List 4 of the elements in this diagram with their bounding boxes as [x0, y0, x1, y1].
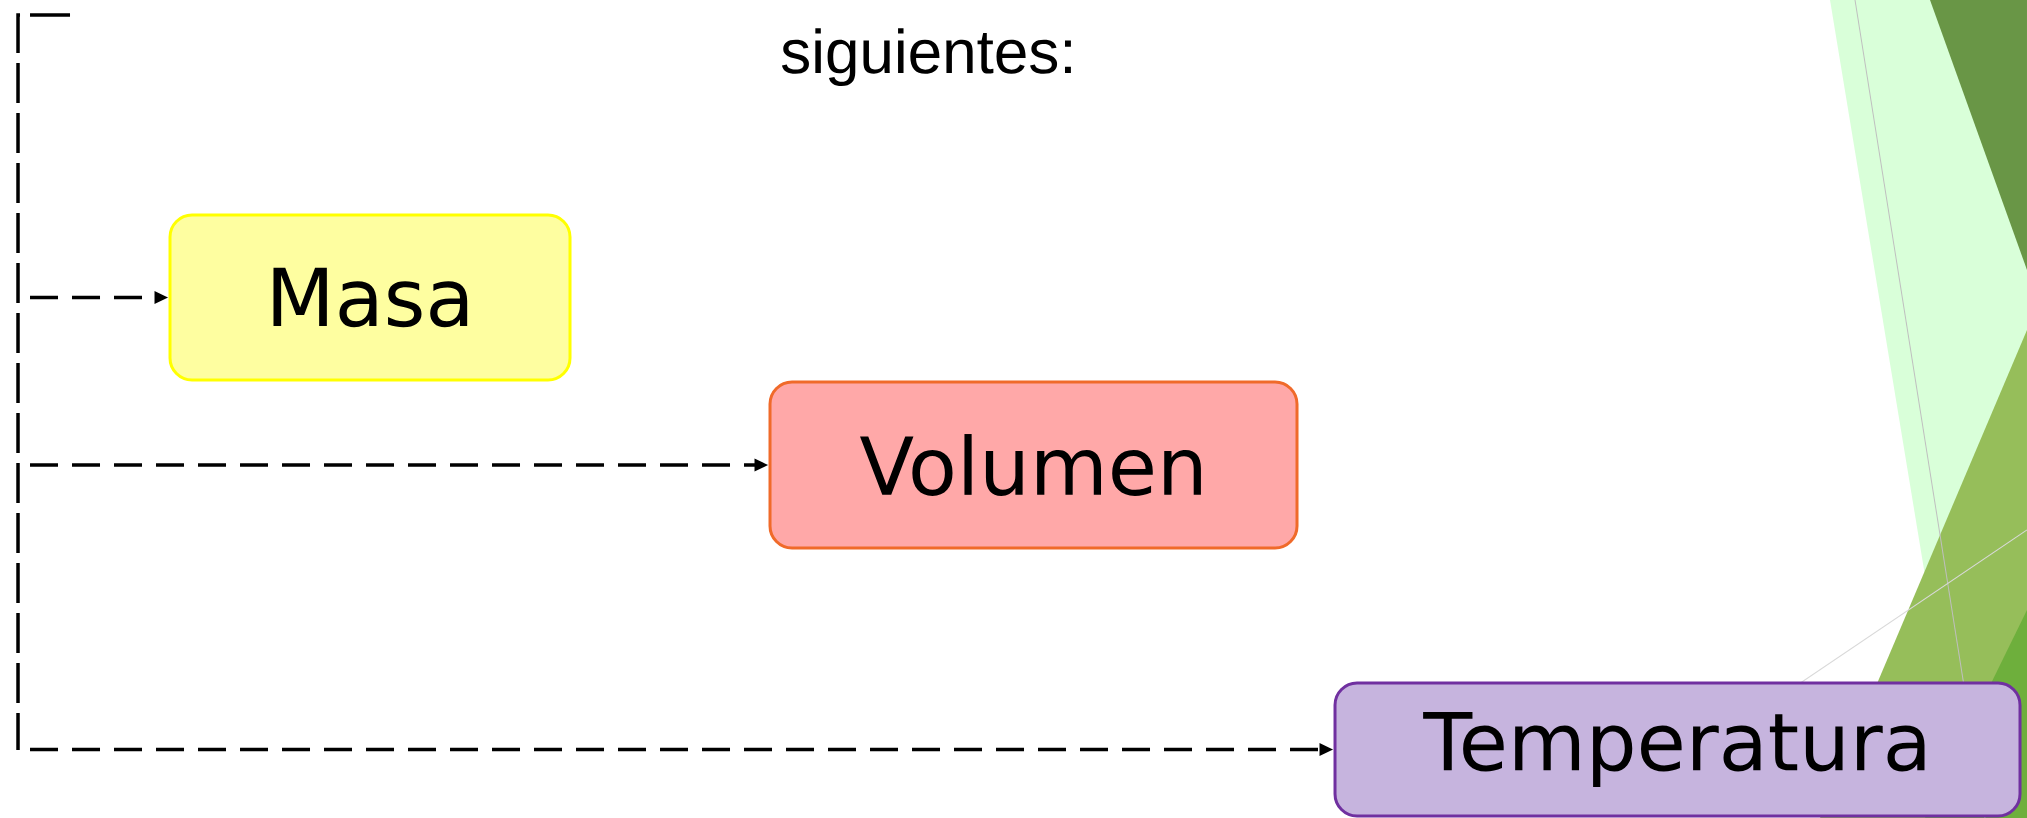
term-box: Temperatura: [1333, 681, 2022, 818]
term-box: Volumen: [768, 380, 1299, 550]
heading-text: siguientes:: [781, 28, 1071, 86]
term-box: Masa: [168, 213, 572, 382]
